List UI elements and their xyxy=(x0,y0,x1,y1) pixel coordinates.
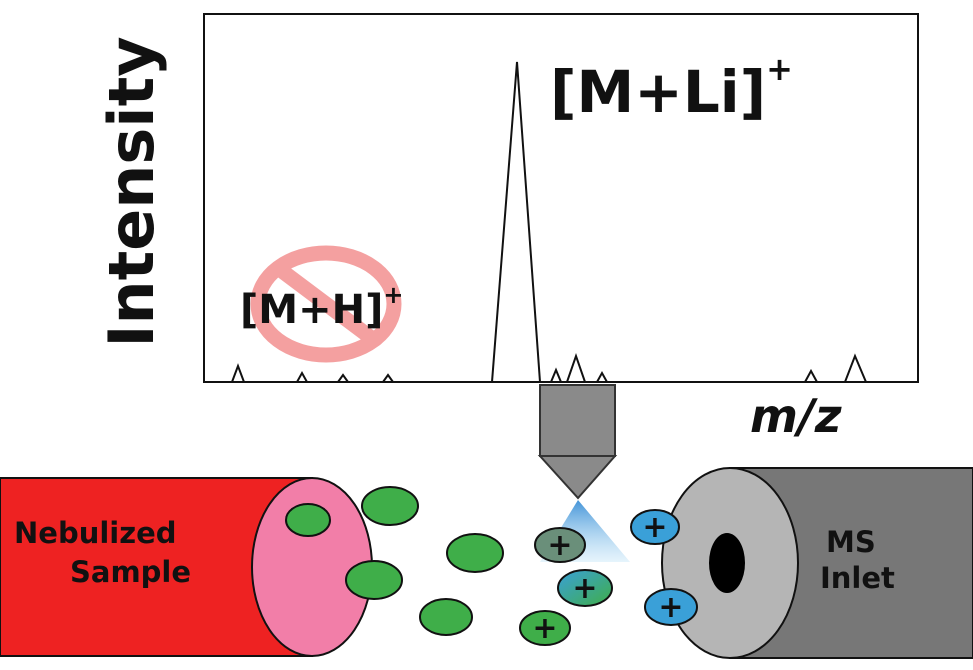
ions xyxy=(519,509,698,646)
peak-label-blocked: [M+H]+ xyxy=(240,281,403,333)
droplet xyxy=(345,560,403,600)
emitter-icon xyxy=(537,384,618,500)
ion-charge-symbol: + xyxy=(547,528,572,563)
droplet xyxy=(419,598,473,636)
peak-label-main: [M+Li]+ xyxy=(550,50,793,126)
ion-charge-symbol: + xyxy=(658,590,683,625)
spectrum-trace xyxy=(204,61,918,383)
ion-particle xyxy=(630,509,680,545)
y-axis-label: Intensity xyxy=(95,36,168,347)
droplet xyxy=(285,503,331,537)
x-axis-label: m/z xyxy=(750,389,842,443)
inlet-label-line2: Inlet xyxy=(820,561,895,595)
ion-particle xyxy=(534,527,586,563)
ion-charge-symbol: + xyxy=(572,571,597,606)
sample-label-line2: Sample xyxy=(70,555,191,589)
mass-spectrum: Intensity m/z [M+Li]+ [M+H]+ xyxy=(95,13,919,443)
droplet xyxy=(446,533,504,573)
ion-charge-symbol: + xyxy=(532,611,557,646)
ion-particle xyxy=(519,610,571,646)
ms-inlet-orifice xyxy=(709,533,745,593)
ion-charges: + + + + + xyxy=(532,510,683,646)
sample-tube: Nebulized Sample xyxy=(0,477,373,657)
inlet-label-line1: MS xyxy=(826,525,876,559)
prohibited-icon xyxy=(250,245,402,363)
ms-inlet: MS Inlet xyxy=(661,467,973,659)
ion-charge-symbol: + xyxy=(642,510,667,545)
sample-label-line1: Nebulized xyxy=(14,516,177,550)
ion-particle xyxy=(557,569,613,607)
droplet xyxy=(361,486,419,526)
ion-particle xyxy=(644,588,698,626)
droplets xyxy=(285,486,504,636)
